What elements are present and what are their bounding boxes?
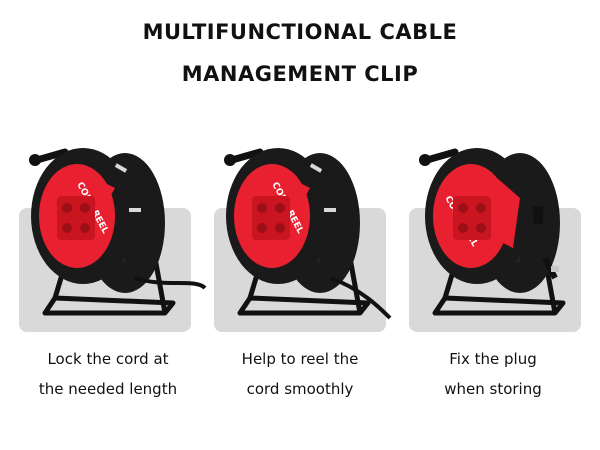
cord-reel-image-2: CORD REEL: [224, 148, 392, 320]
heading-line-1: MULTIFUNCTIONAL CABLE: [142, 20, 458, 44]
feature-1-caption-line-2: the needed length: [38, 380, 178, 398]
cord-reel-image-1: CORD REEL: [29, 148, 207, 316]
feature-2-caption-line-2: cord smoothly: [246, 380, 354, 398]
cord-reel-image-3: CORD REEL: [419, 148, 566, 316]
feature-1-caption-line-1: Lock the cord at: [47, 350, 169, 368]
heading-line-2: MANAGEMENT CLIP: [181, 62, 419, 86]
feature-3-caption-line-2: when storing: [444, 380, 542, 398]
feature-2-caption-line-1: Help to reel the: [241, 350, 359, 368]
feature-3-caption-line-1: Fix the plug: [449, 350, 537, 368]
